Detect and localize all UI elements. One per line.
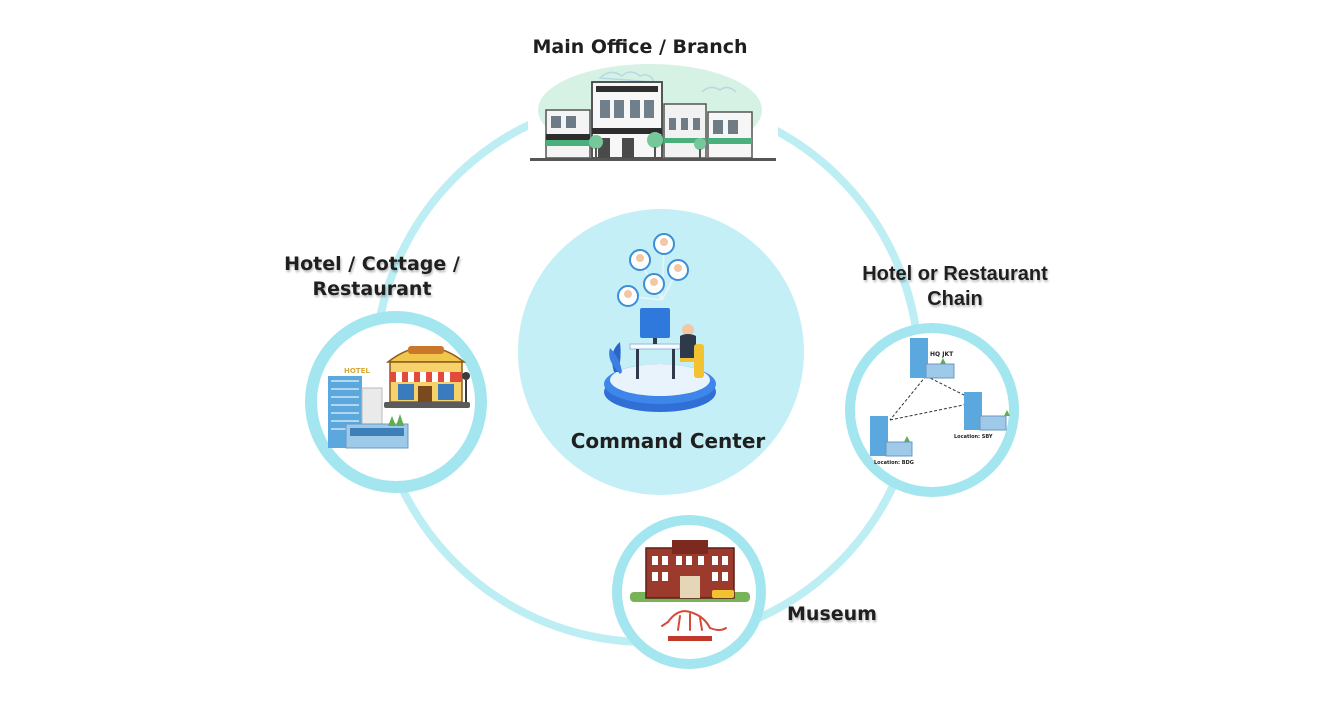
hotel-cottage-label-line1: Hotel / Cottage / [284,253,460,275]
museum-illustration [630,540,750,641]
hotel-chain-label-line2: Chain [927,288,983,310]
hotel-cottage-label-line2: Restaurant [312,278,432,300]
museum-label: Museum [787,603,877,625]
hotel-sign: HOTEL [344,367,370,375]
hotel-cottage-label: Hotel / Cottage / Restaurant [262,252,482,302]
chain-hq-label: HQ JKT [930,351,954,358]
chain-bdg-label: Location: BDG [874,460,914,466]
command-center-circle [518,209,804,495]
main-office-illustration [528,64,778,164]
command-center-label: Command Center [570,429,766,453]
operator-avatars [617,233,689,307]
command-center-illustration [604,233,716,412]
hotel-chain-label-line1: Hotel or Restaurant [862,263,1048,285]
main-office-label: Main Office / Branch [532,36,748,58]
chain-sby-label: Location: SBY [954,434,993,440]
hotel-cottage-illustration: HOTEL [328,346,470,449]
hotel-chain-label: Hotel or Restaurant Chain [840,262,1070,312]
hotel-chain-illustration: HQ JKT Location: SBY Location: BDG [870,338,1010,466]
